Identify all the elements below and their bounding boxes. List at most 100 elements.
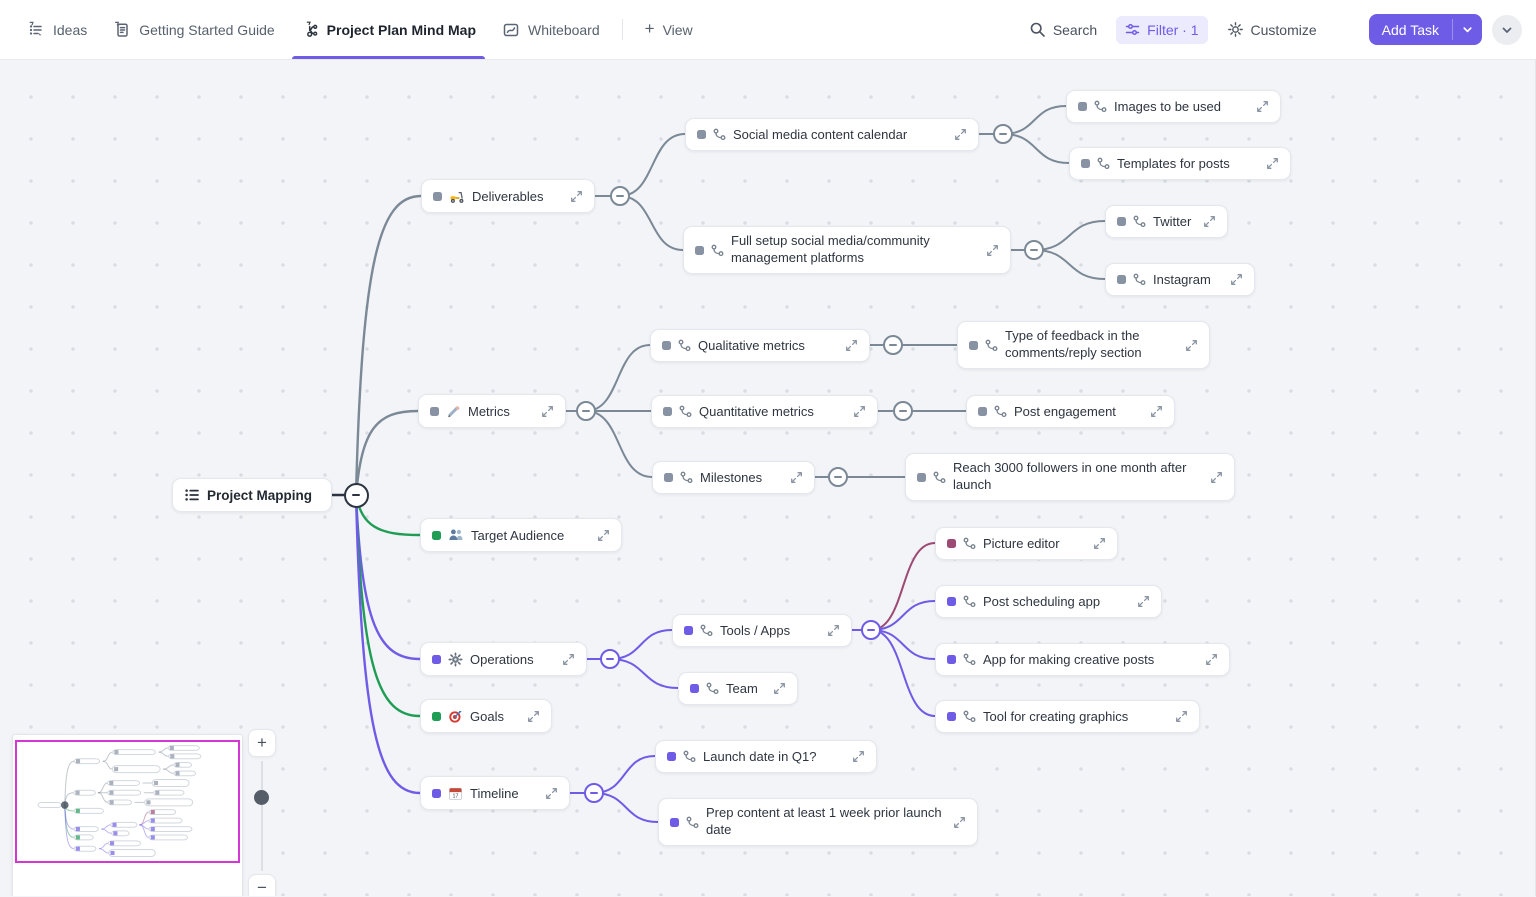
- status-square[interactable]: [432, 530, 441, 540]
- mindmap-node-app-creative-posts[interactable]: App for making creative posts: [935, 642, 1230, 676]
- mindmap-node-metrics[interactable]: Metrics: [418, 394, 566, 428]
- mindmap-node-prep-content[interactable]: Prep content at least 1 week prior launc…: [658, 798, 978, 846]
- collapse-button[interactable]: [828, 467, 848, 487]
- status-square[interactable]: [947, 538, 956, 548]
- mindmap-node-post-engagement[interactable]: Post engagement: [966, 394, 1175, 428]
- add-task-dropdown[interactable]: [1453, 14, 1482, 45]
- mindmap-canvas[interactable]: + − Project Mapping Deliverables Social me…: [0, 60, 1536, 896]
- expand-icon[interactable]: [852, 750, 865, 763]
- collapse-button[interactable]: [861, 620, 881, 640]
- expand-icon[interactable]: [953, 816, 966, 829]
- expand-icon[interactable]: [1266, 157, 1279, 170]
- tab-getting-started-guide[interactable]: Getting Started Guide: [100, 0, 287, 59]
- expand-icon[interactable]: [597, 529, 610, 542]
- status-square[interactable]: [917, 472, 926, 482]
- add-view-button[interactable]: + View: [632, 0, 706, 59]
- status-square[interactable]: [695, 245, 704, 255]
- collapse-button[interactable]: [343, 482, 369, 508]
- status-square[interactable]: [947, 596, 956, 606]
- mindmap-node-launch-date[interactable]: Launch date in Q1?: [655, 739, 877, 773]
- mindmap-node-post-scheduling-app[interactable]: Post scheduling app: [935, 584, 1162, 618]
- mindmap-node-twitter[interactable]: Twitter: [1105, 204, 1228, 238]
- collapse-button[interactable]: [893, 401, 913, 421]
- mindmap-node-reach-3000[interactable]: Reach 3000 followers in one month after …: [905, 453, 1235, 501]
- expand-icon[interactable]: [827, 624, 840, 637]
- status-square[interactable]: [432, 654, 441, 664]
- search-button[interactable]: Search: [1020, 15, 1106, 44]
- status-square[interactable]: [663, 406, 672, 416]
- mindmap-node-social-media-content-calendar[interactable]: Social media content calendar: [685, 117, 979, 151]
- minimap-viewport[interactable]: [15, 740, 240, 863]
- filter-button[interactable]: Filter · 1: [1116, 15, 1208, 44]
- expand-icon[interactable]: [570, 190, 583, 203]
- mindmap-node-qualitative-metrics[interactable]: Qualitative metrics: [650, 328, 870, 362]
- mindmap-node-target-audience[interactable]: Target Audience: [420, 518, 622, 552]
- zoom-slider-handle[interactable]: [254, 790, 269, 805]
- expand-icon[interactable]: [845, 339, 858, 352]
- mindmap-node-images-to-be-used[interactable]: Images to be used: [1066, 89, 1281, 123]
- mindmap-node-project-mapping[interactable]: Project Mapping: [172, 478, 332, 512]
- mindmap-node-tools-apps[interactable]: Tools / Apps: [672, 613, 852, 647]
- status-square[interactable]: [947, 711, 956, 721]
- collapse-button[interactable]: [883, 335, 903, 355]
- tab-ideas[interactable]: Ideas: [14, 0, 100, 59]
- mindmap-node-instagram[interactable]: Instagram: [1105, 262, 1255, 296]
- status-square[interactable]: [969, 340, 978, 350]
- expand-icon[interactable]: [1203, 215, 1216, 228]
- expand-icon[interactable]: [954, 128, 967, 141]
- status-square[interactable]: [697, 129, 706, 139]
- status-square[interactable]: [433, 191, 442, 201]
- tab-project-plan-mind-map[interactable]: Project Plan Mind Map: [288, 0, 489, 59]
- status-square[interactable]: [667, 751, 676, 761]
- collapse-button[interactable]: [610, 186, 630, 206]
- expand-icon[interactable]: [562, 653, 575, 666]
- status-square[interactable]: [430, 406, 439, 416]
- tab-whiteboard[interactable]: Whiteboard: [489, 0, 613, 59]
- zoom-in-button[interactable]: +: [248, 729, 276, 757]
- mindmap-node-team[interactable]: Team: [678, 671, 798, 705]
- status-square[interactable]: [670, 817, 679, 827]
- zoom-slider-track[interactable]: [261, 761, 263, 871]
- collapse-button[interactable]: [1024, 240, 1044, 260]
- expand-icon[interactable]: [1175, 710, 1188, 723]
- expand-icon[interactable]: [853, 405, 866, 418]
- minimap[interactable]: [12, 734, 243, 896]
- expand-icon[interactable]: [1256, 100, 1269, 113]
- expand-icon[interactable]: [1210, 471, 1223, 484]
- zoom-out-button[interactable]: −: [248, 874, 276, 896]
- customize-button[interactable]: Customize: [1218, 15, 1326, 44]
- expand-icon[interactable]: [1205, 653, 1218, 666]
- expand-icon[interactable]: [986, 244, 999, 257]
- status-square[interactable]: [684, 625, 693, 635]
- status-square[interactable]: [690, 683, 699, 693]
- expand-icon[interactable]: [1230, 273, 1243, 286]
- status-square[interactable]: [1081, 158, 1090, 168]
- mindmap-node-tool-creating-graphics[interactable]: Tool for creating graphics: [935, 699, 1200, 733]
- status-square[interactable]: [947, 654, 956, 664]
- status-square[interactable]: [432, 711, 441, 721]
- collapse-button[interactable]: [600, 649, 620, 669]
- collapse-button[interactable]: [576, 401, 596, 421]
- mindmap-node-full-setup[interactable]: Full setup social media/community manage…: [683, 226, 1011, 274]
- expand-icon[interactable]: [545, 787, 558, 800]
- mindmap-node-milestones[interactable]: Milestones: [652, 460, 815, 494]
- expand-icon[interactable]: [1137, 595, 1150, 608]
- mindmap-node-operations[interactable]: Operations: [420, 642, 587, 676]
- mindmap-node-picture-editor[interactable]: Picture editor: [935, 526, 1118, 560]
- add-task-button[interactable]: Add Task: [1381, 21, 1439, 38]
- mindmap-node-goals[interactable]: Goals: [420, 699, 552, 733]
- mindmap-node-quantitative-metrics[interactable]: Quantitative metrics: [651, 394, 878, 428]
- status-square[interactable]: [432, 788, 441, 798]
- status-square[interactable]: [978, 406, 987, 416]
- status-square[interactable]: [662, 340, 671, 350]
- expand-icon[interactable]: [1185, 339, 1198, 352]
- collapse-button[interactable]: [584, 783, 604, 803]
- mindmap-node-deliverables[interactable]: Deliverables: [421, 179, 595, 213]
- mindmap-node-type-of-feedback[interactable]: Type of feedback in the comments/reply s…: [957, 321, 1210, 369]
- status-square[interactable]: [1117, 216, 1126, 226]
- expand-icon[interactable]: [1093, 537, 1106, 550]
- mindmap-node-templates-for-posts[interactable]: Templates for posts: [1069, 146, 1291, 180]
- status-square[interactable]: [1117, 274, 1126, 284]
- collapse-header-button[interactable]: [1492, 14, 1522, 45]
